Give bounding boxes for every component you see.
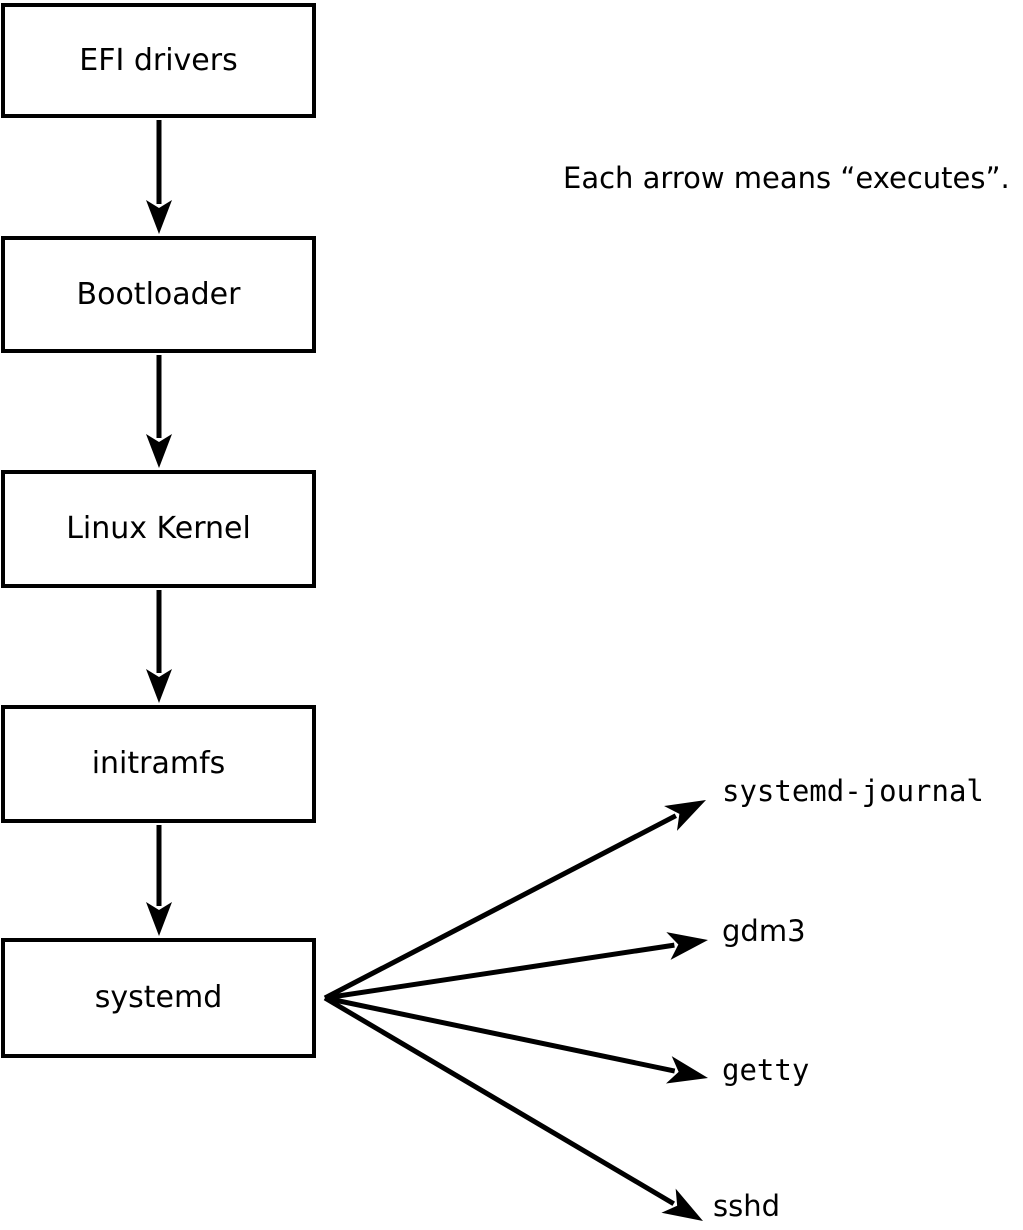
connector-line-systemd-to-getty [324,995,676,1074]
connector-line-systemd-to-gdm3 [324,942,675,1001]
node-label-systemd: systemd [94,980,223,1015]
connector-line-systemd-to-systemd-journal [323,813,677,1001]
node-initramfs: initramfs [1,705,316,823]
leaf-label-getty: getty [722,1053,810,1087]
node-efi-drivers: EFI drivers [1,3,316,118]
arrowhead-initramfs-to-systemd [146,902,172,936]
arrowhead-kernel-to-initramfs [146,669,172,703]
legend-caption: Each arrow means “executes”. [563,161,1010,195]
arrowhead-systemd-to-sshd [661,1188,703,1221]
leaf-label-sshd: sshd [713,1189,781,1223]
arrowhead-systemd-to-systemd-journal [664,800,706,831]
node-label-linux-kernel: Linux Kernel [66,511,251,546]
arrowhead-bootloader-to-kernel [146,434,172,468]
arrowhead-systemd-to-getty [665,1056,708,1084]
arrowhead-efi-to-bootloader [146,200,172,234]
connector-line-systemd-to-sshd [323,995,675,1206]
node-label-efi-drivers: EFI drivers [79,42,238,78]
node-systemd: systemd [1,938,316,1058]
node-label-initramfs: initramfs [91,746,226,781]
node-label-bootloader: Bootloader [76,276,241,312]
leaf-label-systemd-journal: systemd-journal [722,774,984,808]
leaf-label-gdm3: gdm3 [722,914,806,948]
node-linux-kernel: Linux Kernel [1,470,316,588]
node-bootloader: Bootloader [1,236,316,353]
arrowhead-systemd-to-gdm3 [666,932,708,960]
